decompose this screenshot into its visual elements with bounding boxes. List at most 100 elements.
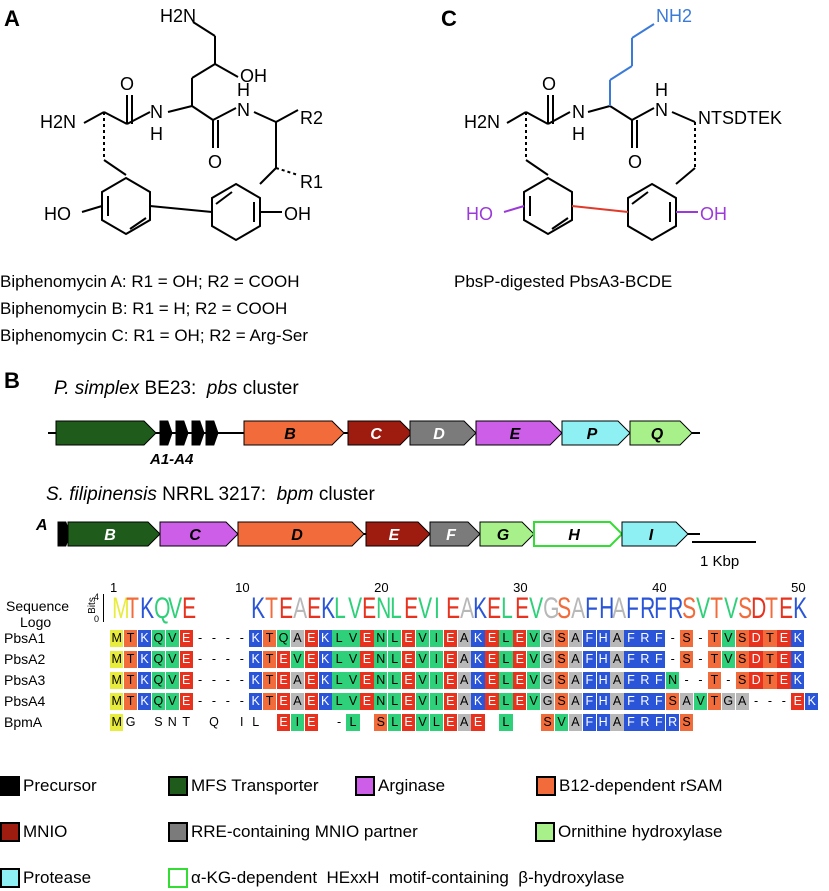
residue-cell: D (749, 651, 763, 668)
logo-letter: V (695, 592, 710, 625)
gene-arrow-bpm-5 (429, 521, 481, 547)
residue-cell: L (388, 630, 402, 647)
residue-cell: E (401, 693, 416, 710)
residue-cell: E (777, 672, 791, 689)
legend-swatch (168, 776, 188, 796)
residue-cell: E (401, 630, 416, 647)
residue-cell: N (374, 630, 388, 647)
residue-cell: F (652, 693, 666, 710)
residue-cell: T (123, 630, 138, 647)
residue-cell: Q (151, 651, 166, 668)
logo-letter: A (459, 592, 474, 625)
residue-cell: K (471, 630, 485, 647)
logo-letter: L (390, 592, 402, 625)
residue-cell: F (652, 651, 666, 668)
residue-cell: - (225, 694, 230, 708)
residue-cell: E (304, 714, 318, 731)
residue-cell: E (179, 693, 193, 710)
legend-item: α-KG-dependent HExxH motif-containing β-… (168, 866, 624, 890)
residue-cell: S (554, 693, 569, 710)
logo-letter: E (779, 592, 794, 625)
legend-item: B12-dependent rSAM (536, 774, 723, 798)
label-h2n-top: H2N (160, 6, 196, 26)
residue-cell: - (337, 715, 342, 729)
caption-biphenomycin-b: Biphenomycin B: R1 = H; R2 = COOH (0, 299, 288, 318)
residue-cell: K (791, 630, 805, 647)
residue-cell: E (791, 693, 805, 710)
residue-cell: A (457, 672, 471, 689)
logo-letter: R (668, 592, 684, 625)
residue-cell: I (429, 693, 444, 710)
bits-min: 0 (94, 614, 100, 624)
legend-swatch (355, 776, 375, 796)
residue-cell: D (320, 715, 330, 729)
residue-cell: E (485, 651, 499, 668)
residue-cell: V (346, 672, 360, 689)
residue-cell: V (415, 714, 430, 731)
residue-cell: M (110, 693, 124, 710)
logo-letter: V (348, 592, 363, 625)
gene-arrow-bpm-4 (365, 521, 431, 547)
logo-letter: M (112, 592, 130, 625)
residue-cell: K (318, 651, 332, 668)
panel-label-a: A (4, 6, 20, 31)
ruler-tick-10: 10 (235, 580, 250, 595)
residue-cell: - (684, 673, 689, 687)
residue-cell: E (513, 630, 527, 647)
residue-cell: A (568, 693, 583, 710)
residue-cell: E (265, 715, 274, 729)
logo-letter: K (139, 592, 154, 625)
residue-cell: T (707, 651, 722, 668)
residue-cell: T (123, 672, 138, 689)
residue-cell: K (137, 672, 152, 689)
residue-cell: A (610, 672, 624, 689)
residue-cell: L (499, 693, 513, 710)
legend-label: MFS Transporter (191, 776, 319, 795)
logo-letter: S (556, 592, 571, 625)
residue-cell: E (140, 715, 149, 729)
residue-cell: K (137, 651, 152, 668)
residue-cell: - (670, 631, 675, 645)
gene-label-pbs-9: P (587, 426, 598, 443)
residue-cell: F (582, 672, 596, 689)
residue-cell: I (429, 651, 444, 668)
residue-cell: L (388, 693, 402, 710)
logo-letter: V (167, 592, 182, 625)
legend-swatch (536, 776, 556, 796)
legend-swatch (0, 868, 20, 888)
residue-cell: - (670, 652, 675, 666)
residue-cell: I (429, 630, 444, 647)
residue-cell: - (754, 694, 759, 708)
residue-cell: E (401, 672, 416, 689)
ruler-tick-20: 20 (374, 580, 389, 595)
logo-letter: E (445, 592, 460, 625)
residue-cell: E (179, 651, 193, 668)
residue-cell: Q (276, 630, 291, 647)
residue-cell: E (360, 693, 374, 710)
label-h2: H (237, 80, 250, 100)
residue-cell: - (225, 652, 230, 666)
cluster-title-pbs: P. simplex BE23: pbs cluster (54, 378, 299, 399)
ruler-tick-30: 30 (513, 580, 528, 595)
legend-swatch (168, 868, 188, 888)
residue-cell: A (457, 630, 471, 647)
gene-arrow-bpm-6 (479, 521, 535, 547)
gene-label-bpm-1: B (104, 527, 116, 544)
biphenomycin-structure: H2N OH H2N O N H O N H R2 R1 HO OH (40, 6, 323, 242)
logo-letter: T (765, 592, 779, 625)
residue-cell: L (429, 714, 444, 731)
label-o2: O (208, 152, 222, 172)
residue-cell: - (198, 652, 203, 666)
residue-cell: R (638, 651, 652, 668)
residue-cell: E (485, 693, 499, 710)
residue-cell: - (211, 652, 217, 666)
residue-cell: S (374, 714, 388, 731)
residue-cell: E (360, 672, 374, 689)
residue-cell: R (666, 714, 680, 731)
residue-cell: V (693, 693, 708, 710)
